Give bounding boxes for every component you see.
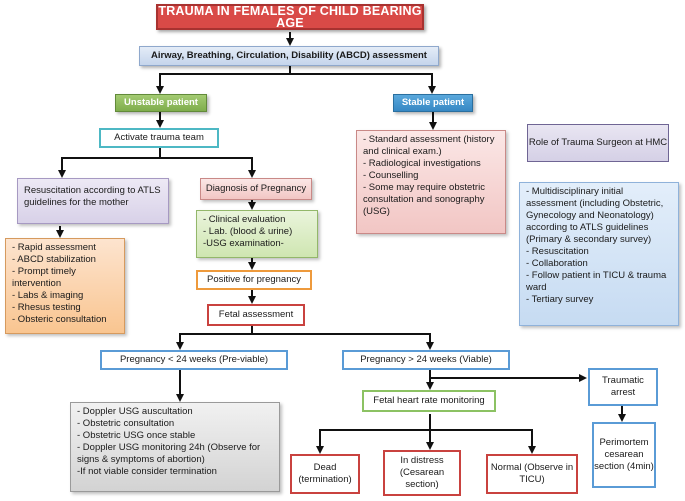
mother-item: - Obsteric consultation <box>12 314 107 325</box>
role-item: - Tertiary survey <box>526 294 594 305</box>
fetal-assessment-box: Fetal assessment <box>207 304 305 326</box>
activate-trauma-team-label: Activate trauma team <box>114 132 204 143</box>
previable-item: - Obstetric consultation <box>77 418 175 429</box>
stable-assessment-list: - Standard assessment (history and clini… <box>356 130 506 234</box>
positive-for-pregnancy-box: Positive for pregnancy <box>196 270 312 290</box>
role-item: - Resuscitation <box>526 246 589 257</box>
normal-outcome-label: Normal (Observe in TICU) <box>490 462 574 485</box>
traumatic-arrest-box: Traumatic arrest <box>588 368 658 406</box>
trauma-surgeon-role-list: - Multidisciplinary initial assessment (… <box>519 182 679 326</box>
abcd-assessment-label: Airway, Breathing, Circulation, Disabili… <box>151 50 427 61</box>
stable-item: - Standard assessment (history and clini… <box>363 134 495 157</box>
diagnosis-item: - Clinical evaluation <box>203 214 286 225</box>
previable-item: - Obstetric USG once stable <box>77 430 196 441</box>
viable-pregnancy-label: Pregnancy > 24 weeks (Viable) <box>360 354 492 365</box>
previable-pregnancy-box: Pregnancy < 24 weeks (Pre-viable) <box>100 350 288 370</box>
mother-item: - ABCD stabilization <box>12 254 96 265</box>
diagnosis-item: - Lab. (blood & urine) <box>203 226 293 237</box>
abcd-assessment-box: Airway, Breathing, Circulation, Disabili… <box>139 46 439 66</box>
previable-management-list: - Doppler USG auscultation - Obstetric c… <box>70 402 280 492</box>
traumatic-arrest-label: Traumatic arrest <box>602 375 644 398</box>
previable-item: - Doppler USG auscultation <box>77 406 193 417</box>
diagnosis-of-pregnancy-label: Diagnosis of Pregnancy <box>205 183 307 194</box>
mother-item: - Rhesus testing <box>12 302 81 313</box>
fetal-heart-rate-label: Fetal heart rate monitoring <box>373 395 485 406</box>
perimortem-section-label: Perimortem cesarean section (4min) <box>594 437 654 472</box>
fetal-assessment-label: Fetal assessment <box>218 309 294 320</box>
unstable-patient-box: Unstable patient <box>115 94 207 112</box>
diagnosis-of-pregnancy-box: Diagnosis of Pregnancy <box>200 178 312 200</box>
previable-item: - Doppler USG monitoring 24h (Observe fo… <box>77 442 261 465</box>
stable-item: - Counselling <box>363 170 419 181</box>
activate-trauma-team-box: Activate trauma team <box>99 128 219 148</box>
positive-for-pregnancy-label: Positive for pregnancy <box>207 274 301 285</box>
dead-outcome-box: Dead (termination) <box>290 454 360 494</box>
stable-patient-label: Stable patient <box>401 97 465 108</box>
page-title: TRAUMA IN FEMALES OF CHILD BEARING AGE <box>156 4 424 30</box>
viable-pregnancy-box: Pregnancy > 24 weeks (Viable) <box>342 350 510 370</box>
role-item: - Follow patient in TICU & trauma ward <box>526 270 667 293</box>
role-item: - Collaboration <box>526 258 588 269</box>
mother-item: - Labs & imaging <box>12 290 84 301</box>
diagnosis-item: -USG examination- <box>203 238 284 249</box>
previable-item: -If not viable consider termination <box>77 466 217 477</box>
stable-patient-box: Stable patient <box>393 94 473 112</box>
unstable-patient-label: Unstable patient <box>124 97 198 108</box>
mother-item: - Rapid assessment <box>12 242 96 253</box>
perimortem-section-box: Perimortem cesarean section (4min) <box>592 422 656 488</box>
in-distress-outcome-label: In distress (Cesarean section) <box>399 455 445 490</box>
stable-item: - Radiological investigations <box>363 158 481 169</box>
diagnosis-items-box: - Clinical evaluation - Lab. (blood & ur… <box>196 210 318 258</box>
resuscitation-label: Resuscitation according to ATLS guidelin… <box>24 185 161 208</box>
in-distress-outcome-box: In distress (Cesarean section) <box>383 450 461 496</box>
mother-management-list: - Rapid assessment - ABCD stabilization … <box>5 238 125 334</box>
fetal-heart-rate-box: Fetal heart rate monitoring <box>362 390 496 412</box>
role-item: - Multidisciplinary initial assessment (… <box>526 186 664 245</box>
trauma-surgeon-role-heading: Role of Trauma Surgeon at HMC <box>527 124 669 162</box>
normal-outcome-box: Normal (Observe in TICU) <box>486 454 578 494</box>
dead-outcome-label: Dead (termination) <box>298 462 352 485</box>
resuscitation-box: Resuscitation according to ATLS guidelin… <box>17 178 169 224</box>
previable-pregnancy-label: Pregnancy < 24 weeks (Pre-viable) <box>119 354 269 365</box>
stable-item: - Some may require obstetric consultatio… <box>363 182 485 217</box>
mother-item: - Prompt timely intervention <box>12 266 76 289</box>
trauma-surgeon-role-title: Role of Trauma Surgeon at HMC <box>528 137 668 148</box>
page-title-text: TRAUMA IN FEMALES OF CHILD BEARING AGE <box>158 4 422 30</box>
